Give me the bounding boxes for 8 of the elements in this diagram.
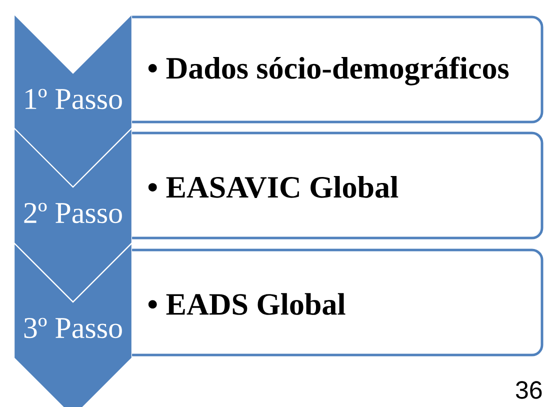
node-label: 3º Passo — [24, 318, 122, 338]
content-box: • Dados sócio-demográficos — [132, 16, 544, 124]
page-number: 36 — [516, 381, 542, 399]
step-banner: 2º Passo — [13, 126, 133, 303]
step-banner: 3º Passo — [13, 242, 133, 407]
content-box: • EASAVIC Global — [132, 132, 544, 240]
content-box: • EADS Global — [132, 248, 544, 356]
step-banner: 1º Passo — [13, 12, 133, 189]
